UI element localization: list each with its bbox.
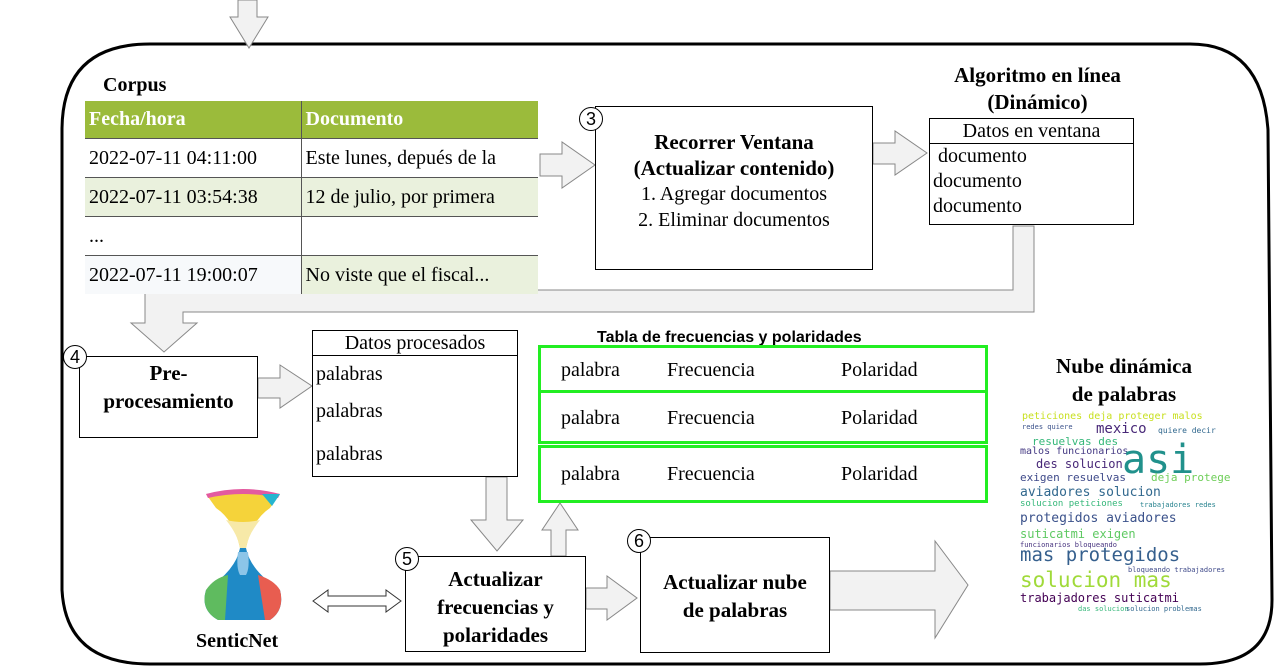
date-cell: 2022-07-11 04:11:00 bbox=[85, 138, 302, 178]
cloud-word: trabajadores suticatmi bbox=[1020, 591, 1179, 605]
cloud-word: redes quiere bbox=[1022, 423, 1073, 431]
datos-en-ventana-box: Datos en ventana documento documento doc… bbox=[929, 118, 1134, 225]
table-row: ... bbox=[85, 216, 538, 256]
arrow-step6-to-cloud bbox=[829, 539, 969, 640]
list-item: palabras bbox=[316, 363, 383, 385]
cloud-word: resuelvas des bbox=[1032, 435, 1119, 448]
column-header: Fecha/hora bbox=[85, 101, 302, 139]
freq-table-title: Tabla de frecuencias y polaridades bbox=[597, 329, 862, 346]
column-header: Documento bbox=[301, 101, 538, 139]
step-number-3: 3 bbox=[579, 107, 603, 131]
cloud-word: quiere decir bbox=[1158, 426, 1216, 435]
step3-item: 1. Agregar documentos bbox=[640, 183, 828, 205]
arrow-step4-to-procesados bbox=[257, 364, 313, 409]
step5-box: Actualizar frecuencias y polaridades bbox=[405, 556, 586, 652]
arrow-step3-to-algoritmo bbox=[872, 130, 928, 176]
cloud-word: des solucion bbox=[1036, 457, 1123, 471]
doc-cell: 12 de julio, por primera bbox=[301, 177, 538, 217]
list-item: palabras bbox=[316, 400, 383, 422]
step3-title: Recorrer Ventana bbox=[654, 130, 814, 154]
step-number-5: 5 bbox=[395, 547, 419, 571]
step3-box: Recorrer Ventana (Actualizar contenido) … bbox=[595, 106, 873, 270]
corpus-table: Fecha/hora Documento 2022-07-11 04:11:00… bbox=[85, 101, 538, 294]
algoritmo-title: Algoritmo en línea (Dinámico) bbox=[925, 62, 1150, 116]
polarity-cell: Polaridad bbox=[841, 407, 918, 429]
datos-procesados-box: Datos procesados palabras palabras palab… bbox=[312, 330, 518, 477]
frequency-cell: Frecuencia bbox=[667, 463, 755, 485]
arrow-step5-to-step6 bbox=[585, 575, 638, 621]
step-number-6: 6 bbox=[627, 529, 651, 553]
cloud-word: bloqueando trabajadores bbox=[1128, 566, 1225, 574]
corpus-title: Corpus bbox=[103, 74, 167, 96]
freq-table-row: palabra Frecuencia Polaridad bbox=[538, 390, 988, 444]
polarity-cell: Polaridad bbox=[841, 359, 918, 381]
cloud-word: aviadores solucion bbox=[1020, 485, 1161, 500]
arrow-step5-to-freqtable bbox=[541, 502, 579, 557]
doc-cell: No viste que el fiscal... bbox=[301, 255, 538, 294]
frequency-cell: Frecuencia bbox=[667, 359, 755, 381]
cloud-word: solucion mas bbox=[1020, 568, 1172, 592]
word-cell: palabra bbox=[561, 359, 620, 381]
cloud-word: asi bbox=[1122, 437, 1195, 483]
cloud-word: peticiones deja proteger malos bbox=[1022, 411, 1203, 422]
step4-title-line: procesamiento bbox=[103, 389, 234, 413]
cloud-word: solucion problemas bbox=[1126, 605, 1202, 613]
word-cell: palabra bbox=[561, 463, 620, 485]
doc-cell: Este lunes, depués de la bbox=[301, 138, 538, 178]
wordcloud-title-line: de palabras bbox=[1071, 382, 1177, 406]
cloud-word: malos funcionarios bbox=[1020, 446, 1129, 457]
cloud-word: mexico bbox=[1096, 421, 1147, 437]
wordcloud-title: Nube dinámica de palabras bbox=[1018, 352, 1230, 408]
algoritmo-title-line: Algoritmo en línea bbox=[954, 63, 1121, 87]
list-item: documento bbox=[938, 145, 1027, 167]
step3-subtitle: (Actualizar contenido) bbox=[633, 156, 835, 180]
step3-item: 2. Eliminar documentos bbox=[638, 209, 830, 231]
algoritmo-title-line: (Dinámico) bbox=[987, 90, 1088, 114]
table-row: 2022-07-11 19:00:07 No viste que el fisc… bbox=[85, 255, 538, 294]
wordcloud-title-line: Nube dinámica bbox=[1056, 354, 1192, 378]
date-cell: ... bbox=[85, 216, 302, 256]
cloud-word: solucion peticiones bbox=[1020, 499, 1123, 509]
senticnet-logo-icon bbox=[204, 489, 282, 620]
arrow-incoming-top bbox=[229, 0, 269, 49]
cloud-word: funcionarios bloqueando bbox=[1020, 541, 1117, 549]
word-cell: palabra bbox=[561, 407, 620, 429]
list-item: documento bbox=[933, 195, 1022, 217]
corpus-header-row: Fecha/hora Documento bbox=[85, 101, 538, 139]
step-number-4: 4 bbox=[63, 345, 87, 369]
cloud-word: trabajadores redes bbox=[1140, 501, 1216, 509]
table-row: 2022-07-11 03:54:38 12 de julio, por pri… bbox=[85, 177, 538, 217]
outer-frame bbox=[60, 42, 1274, 666]
cloud-word: suticatmi exigen bbox=[1020, 527, 1136, 541]
step6-line: Actualizar nube bbox=[663, 570, 807, 594]
table-row: 2022-07-11 04:11:00 Este lunes, depués d… bbox=[85, 138, 538, 178]
cloud-word: exigen resuelvas bbox=[1020, 471, 1126, 484]
cloud-word: das solucion bbox=[1078, 605, 1129, 613]
step6-box: Actualizar nube de palabras bbox=[640, 537, 830, 653]
arrow-procesados-to-step5 bbox=[469, 476, 525, 552]
date-cell: 2022-07-11 03:54:38 bbox=[85, 177, 302, 217]
step5-line: frecuencias y bbox=[437, 595, 554, 619]
list-item: palabras bbox=[316, 443, 383, 465]
datos-en-ventana-header: Datos en ventana bbox=[930, 119, 1133, 144]
cloud-word: deja proteger bbox=[1151, 471, 1230, 484]
step5-line: Actualizar bbox=[448, 567, 543, 591]
list-item: documento bbox=[933, 170, 1022, 192]
doc-cell bbox=[301, 216, 538, 256]
step4-box: Pre- procesamiento bbox=[79, 356, 258, 438]
polarity-cell: Polaridad bbox=[841, 463, 918, 485]
arrow-senticnet-step5 bbox=[312, 589, 402, 613]
date-cell: 2022-07-11 19:00:07 bbox=[85, 255, 302, 294]
step6-line: de palabras bbox=[682, 598, 788, 622]
senticnet-label: SenticNet bbox=[196, 630, 279, 652]
word-cloud: peticiones deja proteger malos redes qui… bbox=[1018, 410, 1230, 616]
cloud-word: mas protegidos bbox=[1020, 544, 1181, 566]
datos-procesados-header: Datos procesados bbox=[313, 331, 517, 356]
arrow-corpus-to-step3 bbox=[539, 141, 596, 189]
step4-title-line: Pre- bbox=[149, 361, 188, 385]
frequency-cell: Frecuencia bbox=[667, 407, 755, 429]
freq-table-row: palabra Frecuencia Polaridad bbox=[538, 445, 988, 503]
cloud-word: protegidos aviadores bbox=[1020, 511, 1177, 526]
step5-line: polaridades bbox=[442, 623, 549, 647]
